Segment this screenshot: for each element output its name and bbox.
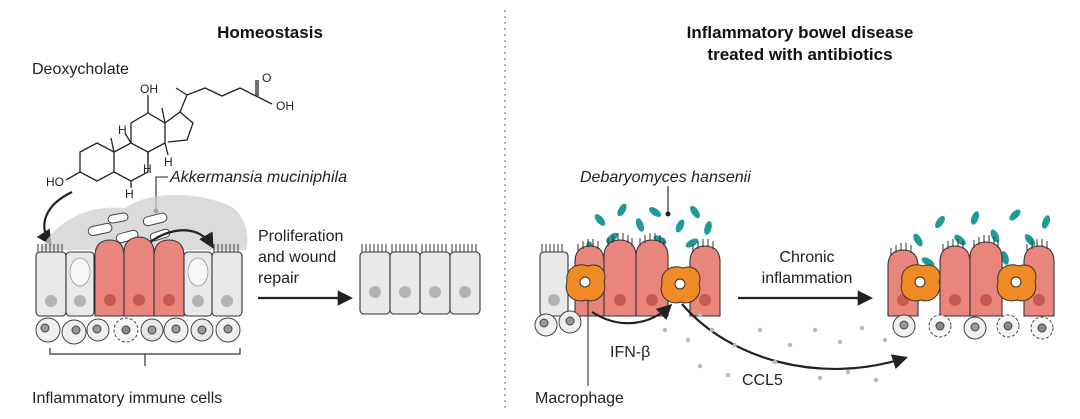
chem-oh-top: OH xyxy=(140,82,158,96)
yeast-label: Debaryomyces hansenii xyxy=(580,169,751,186)
ccl5-arrow xyxy=(681,303,908,370)
bacteria-arrow xyxy=(144,229,214,249)
left-title: Homeostasis xyxy=(217,23,323,42)
macrophage-label: Macrophage xyxy=(535,390,624,407)
right-title-line-1: Inflammatory bowel disease xyxy=(687,23,914,42)
bacterium-label: Akkermansia muciniphila xyxy=(169,169,347,186)
chem-oh-acid: OH xyxy=(276,99,294,113)
molecule-label: Deoxycholate xyxy=(32,61,129,78)
immune-cells-right-1 xyxy=(534,310,582,337)
inflamed-epithelium xyxy=(539,233,721,317)
chemokine-dots xyxy=(662,312,888,383)
immune-bracket xyxy=(49,348,241,366)
chem-ho: HO xyxy=(46,175,64,189)
macrophages-left xyxy=(565,264,701,304)
ccl5-label: CCL5 xyxy=(742,372,783,389)
chem-h-3: H xyxy=(143,162,152,176)
left-process-line-2: and wound xyxy=(258,249,336,266)
chem-h-2: H xyxy=(118,123,127,137)
chem-h-1: H xyxy=(125,187,134,201)
right-process-line-2: inflammation xyxy=(762,270,853,287)
ifn-arrow xyxy=(591,303,673,325)
left-immune-cells xyxy=(35,317,241,345)
ifn-label: IFN-β xyxy=(610,344,650,361)
macrophages-right xyxy=(900,264,1037,302)
molecule-arrow xyxy=(36,191,73,246)
chem-h-4: H xyxy=(164,155,173,169)
chem-o: O xyxy=(262,71,271,85)
immune-cells-right-2 xyxy=(892,314,1054,340)
repaired-epithelium xyxy=(359,244,481,315)
immune-label: Inflammatory immune cells xyxy=(32,390,222,407)
deoxycholate-structure xyxy=(65,80,273,188)
left-process-line-3: repair xyxy=(258,270,300,287)
yeast-pointer-dot xyxy=(665,211,671,217)
right-process-line-1: Chronic xyxy=(779,249,834,266)
left-epithelium xyxy=(35,236,243,317)
left-process-line-1: Proliferation xyxy=(258,228,343,245)
right-title-line-2: treated with antibiotics xyxy=(707,45,892,64)
